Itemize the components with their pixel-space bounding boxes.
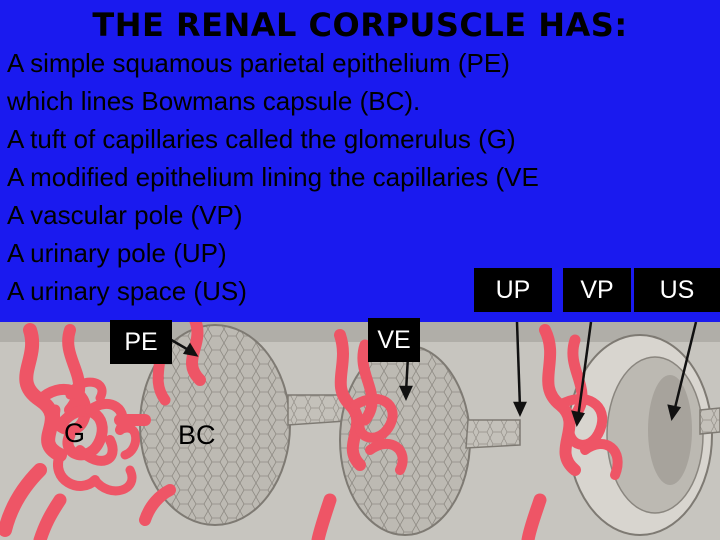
panel-glomerulus: [0, 323, 141, 540]
label-ve: VE: [368, 318, 420, 362]
label-pe: PE: [110, 320, 172, 364]
label-g: G: [64, 418, 86, 448]
label-up: UP: [474, 268, 552, 312]
label-vp: VP: [563, 268, 631, 312]
text-line-2: which lines Bowmans capsule (BC).: [7, 86, 421, 116]
slide-title: THE RENAL CORPUSCLE HAS:: [92, 6, 628, 44]
text-line-5: A vascular pole (VP): [7, 200, 243, 230]
pointer-arrows: [167, 321, 698, 427]
text-line-4: A modified epithelium lining the capilla…: [7, 162, 539, 192]
label-us: US: [634, 268, 720, 312]
label-bc: BC: [178, 420, 216, 450]
text-line-3: A tuft of capillaries called the glomeru…: [7, 124, 516, 154]
text-line-6: A urinary pole (UP): [7, 238, 227, 268]
text-line-1: A simple squamous parietal epithelium (P…: [7, 48, 510, 78]
text-line-7: A urinary space (US): [7, 276, 247, 306]
